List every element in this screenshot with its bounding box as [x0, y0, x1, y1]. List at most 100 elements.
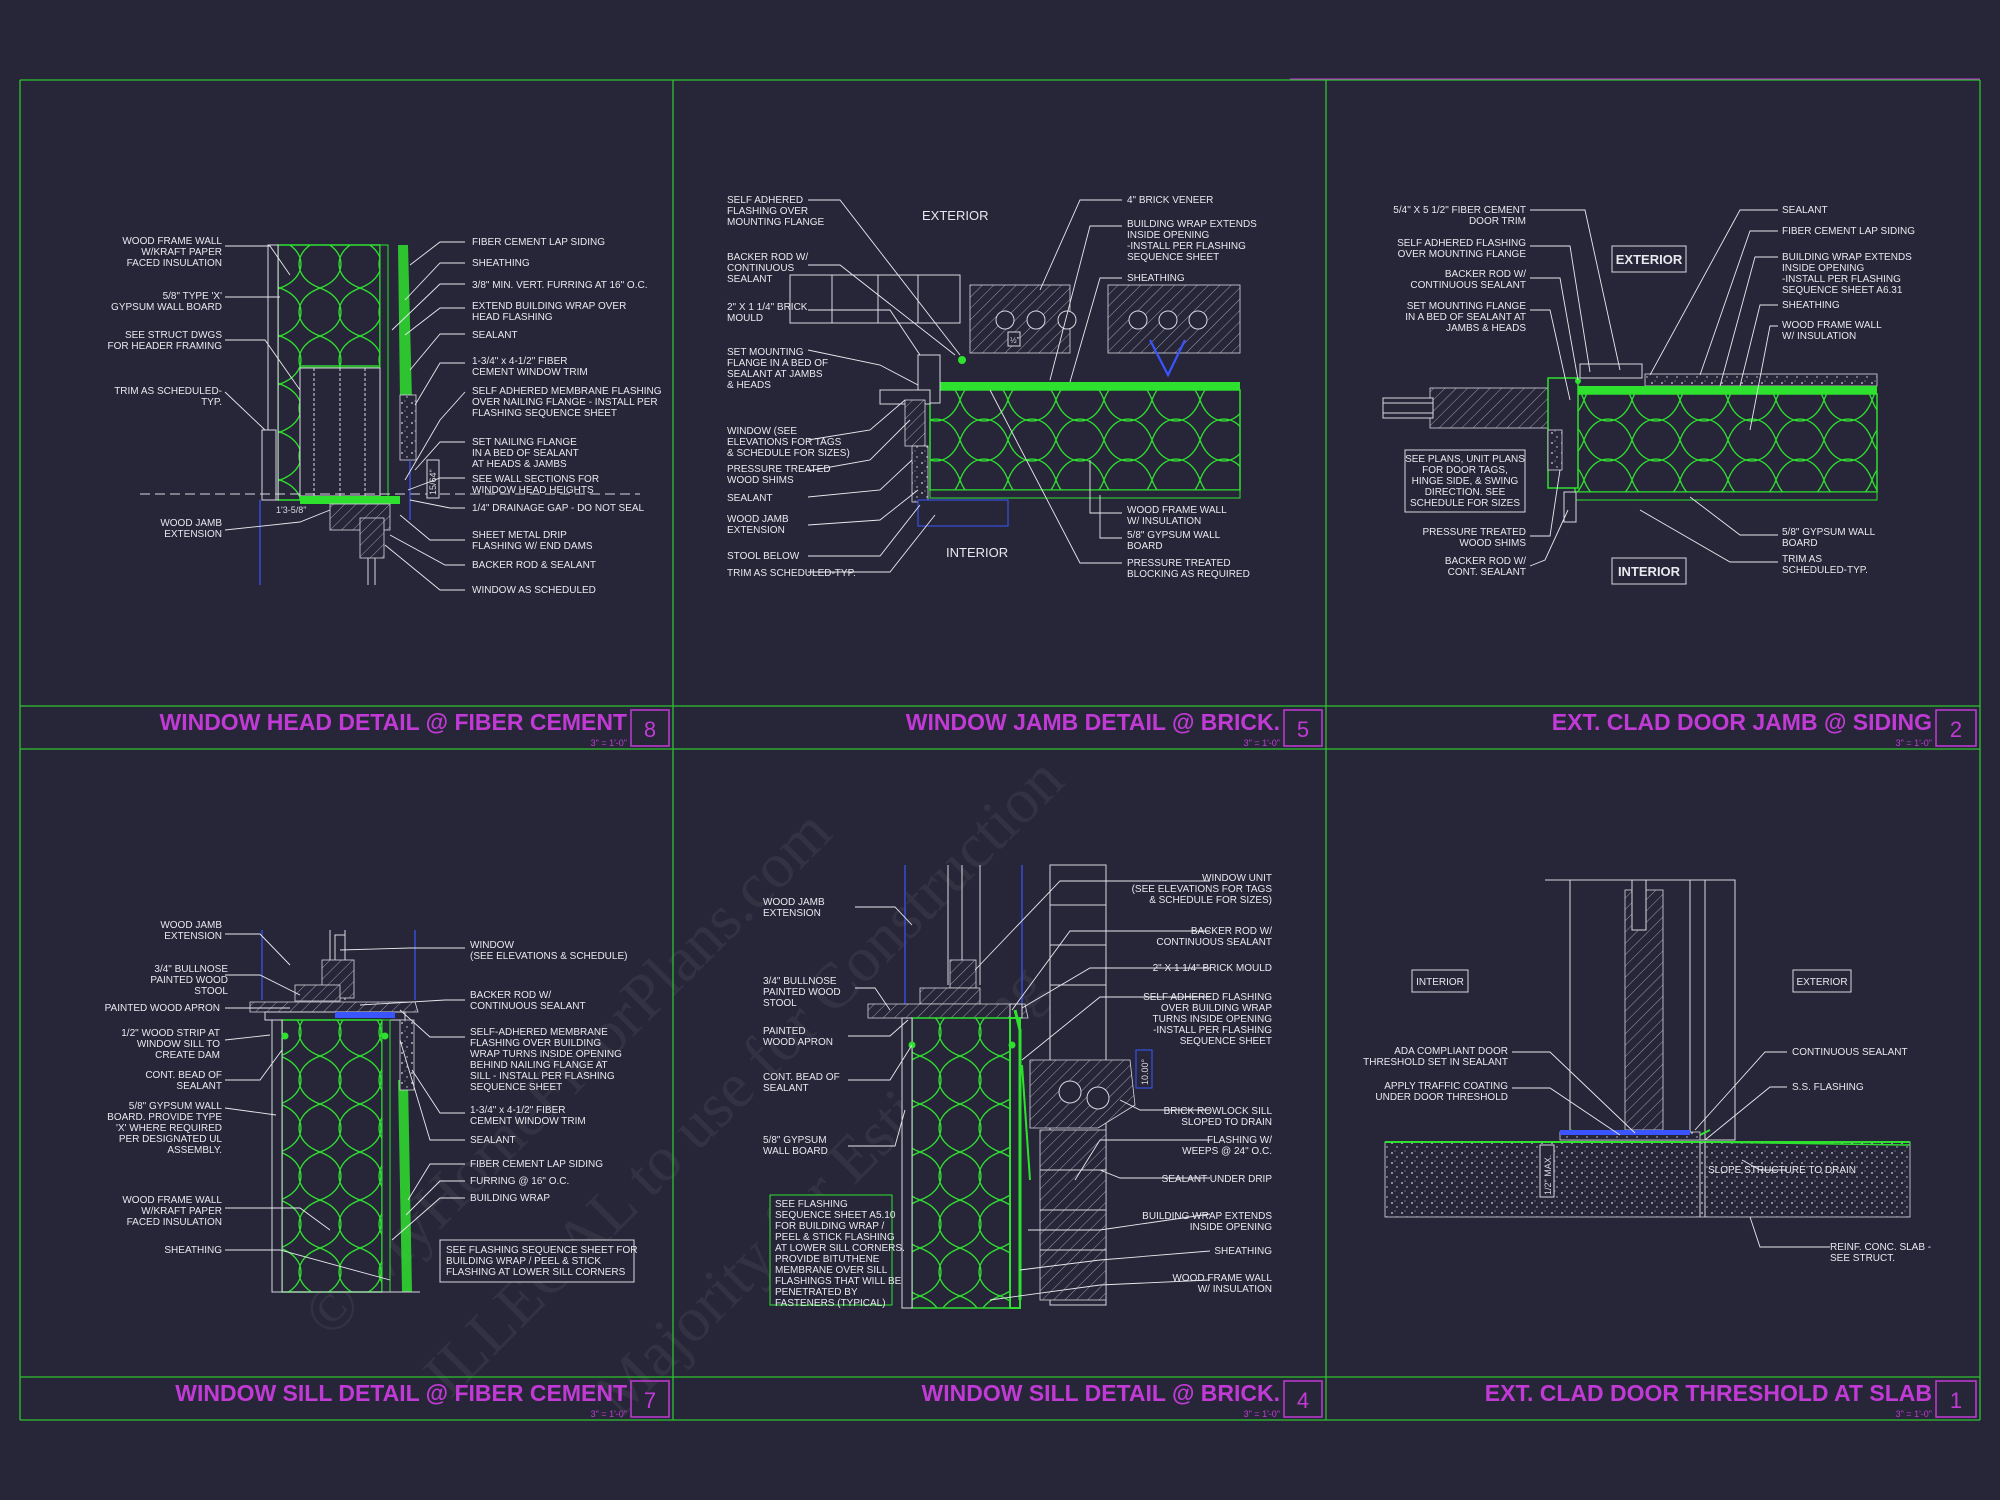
callout-label: SLOPED TO DRAIN [1181, 1117, 1272, 1128]
callout-label: FLASHING W/ [1207, 1135, 1272, 1146]
callout-label: 5/8" GYPSUM WALL [1127, 530, 1221, 541]
zone-label-interior: INTERIOR [1618, 564, 1681, 579]
callout-label: BOARD. PROVIDE TYPE [107, 1112, 222, 1123]
leaders [224, 933, 465, 1281]
callouts-left: WOOD JAMB EXTENSION 3/4" BULLNOSE PAINTE… [105, 920, 229, 1256]
callout-label: SEALANT UNDER DRIP [1162, 1174, 1273, 1185]
callout-label: SEALANT [1782, 205, 1828, 216]
callout-label: MOULD [727, 313, 763, 324]
detail-window-sill-brick: 10.00° SEE FLASHING SEQUENCE SHEET A5.10… [763, 864, 1273, 1309]
callout-label: SILL - INSTALL PER FLASHING [470, 1071, 615, 1082]
callouts-left: SELF ADHERED FLASHING OVER MOUNTING FLAN… [727, 195, 856, 579]
dim-tag: 15/64" [428, 469, 438, 495]
drawing: 15/64" 1'3-5/8" [140, 244, 640, 585]
interior-zone-tag: INTERIOR [1411, 969, 1469, 993]
sheet-frame [19, 78, 1981, 1421]
callout-label: REINF. CONC. SLAB - [1830, 1242, 1931, 1253]
leaders [848, 880, 1211, 1301]
callout-label: SHEATHING [1782, 300, 1840, 311]
note-line: PEEL & STICK FLASHING [775, 1232, 895, 1243]
callout-label: PAINTED WOOD APRON [105, 1003, 220, 1014]
detail-number: 8 [644, 717, 656, 742]
callout-label: CREATE DAM [155, 1050, 220, 1061]
callout-label: SEQUENCE SHEET [1180, 1036, 1272, 1047]
callout-label: EXTENSION [164, 931, 222, 942]
note-line: FLASHINGS THAT WILL BE [775, 1276, 902, 1287]
note-line: SEQUENCE SHEET A5.10 [775, 1210, 896, 1221]
leaders [1529, 209, 1778, 567]
callouts-right: CONTINUOUS SEALANT S.S. FLASHING SLOPE S… [1708, 1047, 1931, 1264]
callout-label: SEQUENCE SHEET [470, 1082, 562, 1093]
note-line: BUILDING WRAP / PEEL & STICK [446, 1256, 601, 1267]
callout-label: UNDER DOOR THRESHOLD [1375, 1092, 1508, 1103]
leaders [807, 199, 1122, 573]
callout-label: EXTENSION [763, 908, 821, 919]
callout-label: WINDOW [470, 940, 514, 951]
callout-label: SELF-ADHERED MEMBRANE [470, 1027, 608, 1038]
callout-label: SELF ADHERED FLASHING [1397, 238, 1526, 249]
callout-label: CONTINUOUS [727, 263, 795, 274]
zone-label-interior: INTERIOR [1416, 977, 1464, 988]
callout-label: CONT. BEAD OF [763, 1072, 840, 1083]
callout-label: EXTENSION [164, 529, 222, 540]
callout-label: CEMENT WINDOW TRIM [470, 1116, 586, 1127]
zone-label-exterior: EXTERIOR [1796, 977, 1847, 988]
drawing: ½" [789, 274, 1241, 527]
callout-label: & SCHEDULE FOR SIZES) [727, 448, 850, 459]
callout-label: WINDOW HEAD HEIGHTS [472, 485, 594, 496]
callout-label: INSIDE OPENING [1127, 230, 1209, 241]
detail-title: WINDOW JAMB DETAIL @ BRICK. [906, 709, 1280, 735]
callout-label: 5/8" GYPSUM WALL [129, 1101, 223, 1112]
callout-label: 5/8" GYPSUM [763, 1135, 827, 1146]
callout-label: FLASHING W/ END DAMS [472, 541, 593, 552]
callout-label: BUILDING WRAP EXTENDS [1782, 252, 1912, 263]
detail-title: EXT. CLAD DOOR JAMB @ SIDING [1552, 709, 1932, 735]
callout-label: TYP. [201, 397, 222, 408]
callout-label: SHEET METAL DRIP [472, 530, 567, 541]
detail-scale: 3" = 1'-0" [1244, 1409, 1280, 1419]
callout-label: SHEATHING [164, 1245, 222, 1256]
detail-number: 4 [1297, 1388, 1309, 1413]
detail-title: EXT. CLAD DOOR THRESHOLD AT SLAB [1485, 1380, 1932, 1406]
callouts-right: FIBER CEMENT LAP SIDING SHEATHING 3/8" M… [472, 237, 662, 596]
callout-label: IN A BED OF SEALANT [472, 448, 579, 459]
callout-label: CONTINUOUS SEALANT [470, 1001, 586, 1012]
callout-label: FACED INSULATION [127, 1217, 222, 1228]
callout-label: INSIDE OPENING [1190, 1222, 1272, 1233]
callout-label: SELF ADHERED MEMBRANE FLASHING [472, 386, 662, 397]
callout-label: PRESSURE TREATED [1127, 558, 1231, 569]
callout-label: WOOD FRAME WALL [122, 236, 222, 247]
callout-label: TRIM AS SCHEDULED-TYP. [727, 568, 856, 579]
callout-label: (SEE ELEVATIONS & SCHEDULE) [470, 951, 627, 962]
detail-window-sill-fiber-cement: SEE FLASHING SEQUENCE SHEET FOR BUILDING… [105, 920, 638, 1293]
callout-label: SCHEDULED-TYP. [1782, 565, 1868, 576]
drawing: 1/2" MAX. [1384, 879, 1911, 1218]
callout-label: BEHIND NAILING FLANGE AT [470, 1060, 608, 1071]
callout-label: -INSTALL PER FLASHING [1153, 1025, 1272, 1036]
note-line: FLASHING AT LOWER SILL CORNERS [446, 1267, 626, 1278]
callout-label: WOOD FRAME WALL [1782, 320, 1882, 331]
callout-label: & SCHEDULE FOR SIZES) [1149, 895, 1272, 906]
detail-scale: 3" = 1'-0" [591, 738, 627, 748]
detail-scale: 3" = 1'-0" [1244, 738, 1280, 748]
detail-number: 7 [644, 1388, 656, 1413]
note-line: FASTENERS (TYPICAL) [775, 1298, 886, 1309]
callout-label: SEALANT [470, 1135, 516, 1146]
callouts-right: WINDOW UNIT (SEE ELEVATIONS FOR TAGS & S… [1132, 873, 1273, 1295]
callout-label: 'X' WHERE REQUIRED [116, 1123, 222, 1134]
callout-label: BUILDING WRAP EXTENDS [1127, 219, 1257, 230]
detail-window-head-fiber-cement: 15/64" 1'3-5/8" WOOD FRAME WALL W/KR [108, 236, 662, 596]
title-block-1: EXT. CLAD DOOR THRESHOLD AT SLAB 3" = 1'… [1485, 1380, 1977, 1419]
callout-label: PRESSURE TREATED [1422, 527, 1526, 538]
callout-label: W/ INSULATION [1127, 516, 1201, 527]
detail-title: WINDOW HEAD DETAIL @ FIBER CEMENT [159, 709, 627, 735]
callout-label: SET NAILING FLANGE [472, 437, 577, 448]
callout-label: FLASHING SEQUENCE SHEET [472, 408, 617, 419]
callout-label: SEE STRUCT DWGS [125, 330, 222, 341]
callout-label: DOOR TRIM [1469, 216, 1526, 227]
callout-label: THRESHOLD SET IN SEALANT [1363, 1057, 1508, 1068]
callout-label: SEE STRUCT. [1830, 1253, 1895, 1264]
title-block-8: WINDOW HEAD DETAIL @ FIBER CEMENT 3" = 1… [159, 709, 670, 748]
callout-label: SHEATHING [1214, 1246, 1272, 1257]
